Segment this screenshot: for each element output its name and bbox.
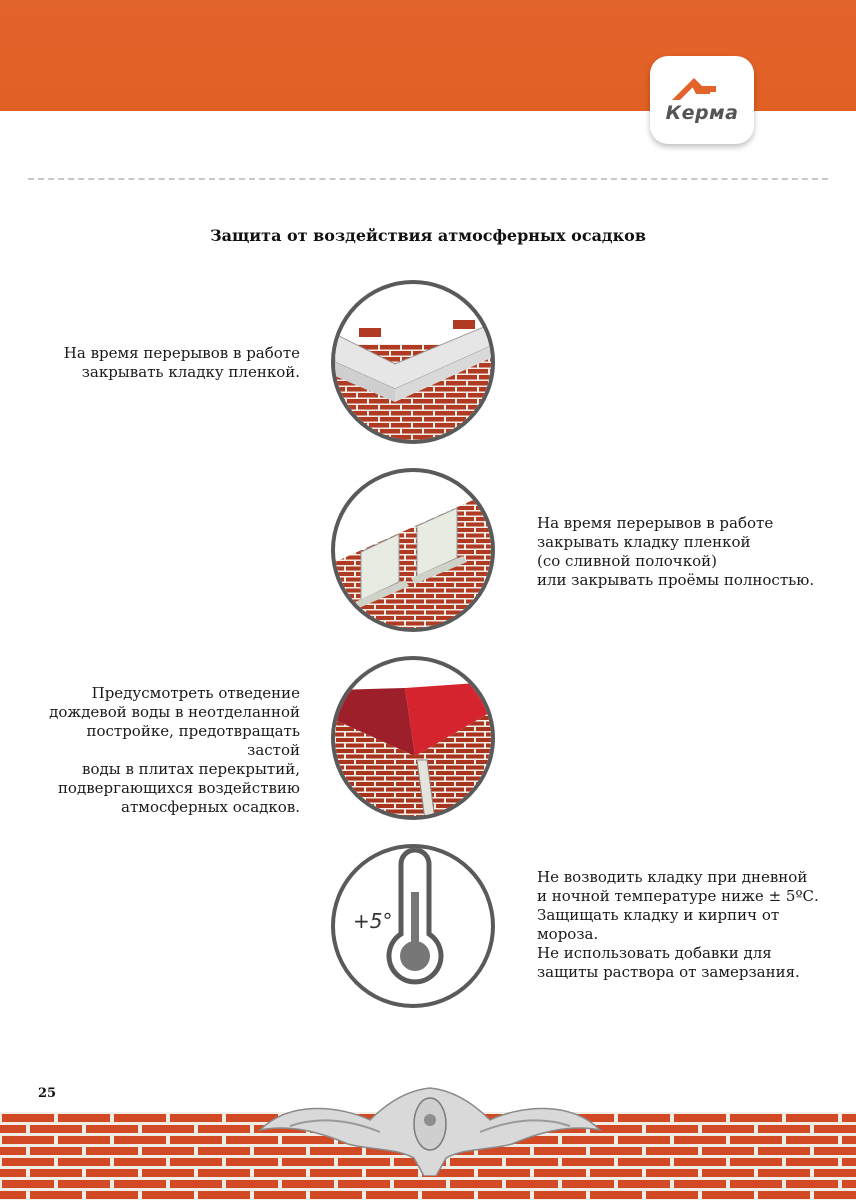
page-number: 25 [38,1086,57,1101]
brand-logo: Керма [650,56,754,144]
tip-1-illustration [331,280,495,444]
header-divider [28,178,828,180]
tip-1-text: На время перерывов в работе закрывать кл… [63,344,300,381]
temperature-label: +5° [353,909,392,933]
thermometer-icon: +5° [353,848,444,985]
page-title: Защита от воздействия атмосферных осадко… [210,226,646,245]
baroque-ornament-icon [257,1087,603,1176]
brick-wall-covered-film-icon [335,320,491,440]
rain-drainage-corner-icon [335,682,491,816]
tip-3-text: Предусмотреть отведение дождевой воды в … [49,684,300,816]
tip-2-text: На время перерывов в работе закрывать кл… [537,514,815,589]
brand-name: Керма [665,102,739,124]
brand-logo-mark-icon [672,78,716,100]
tip-4-text: Не возводить кладку при дневной и ночной… [537,868,819,981]
wall-openings-covered-icon [335,492,491,628]
tip-4-illustration: +5° [331,844,495,1008]
tip-2-illustration [331,468,495,632]
tip-3-illustration [331,656,495,820]
